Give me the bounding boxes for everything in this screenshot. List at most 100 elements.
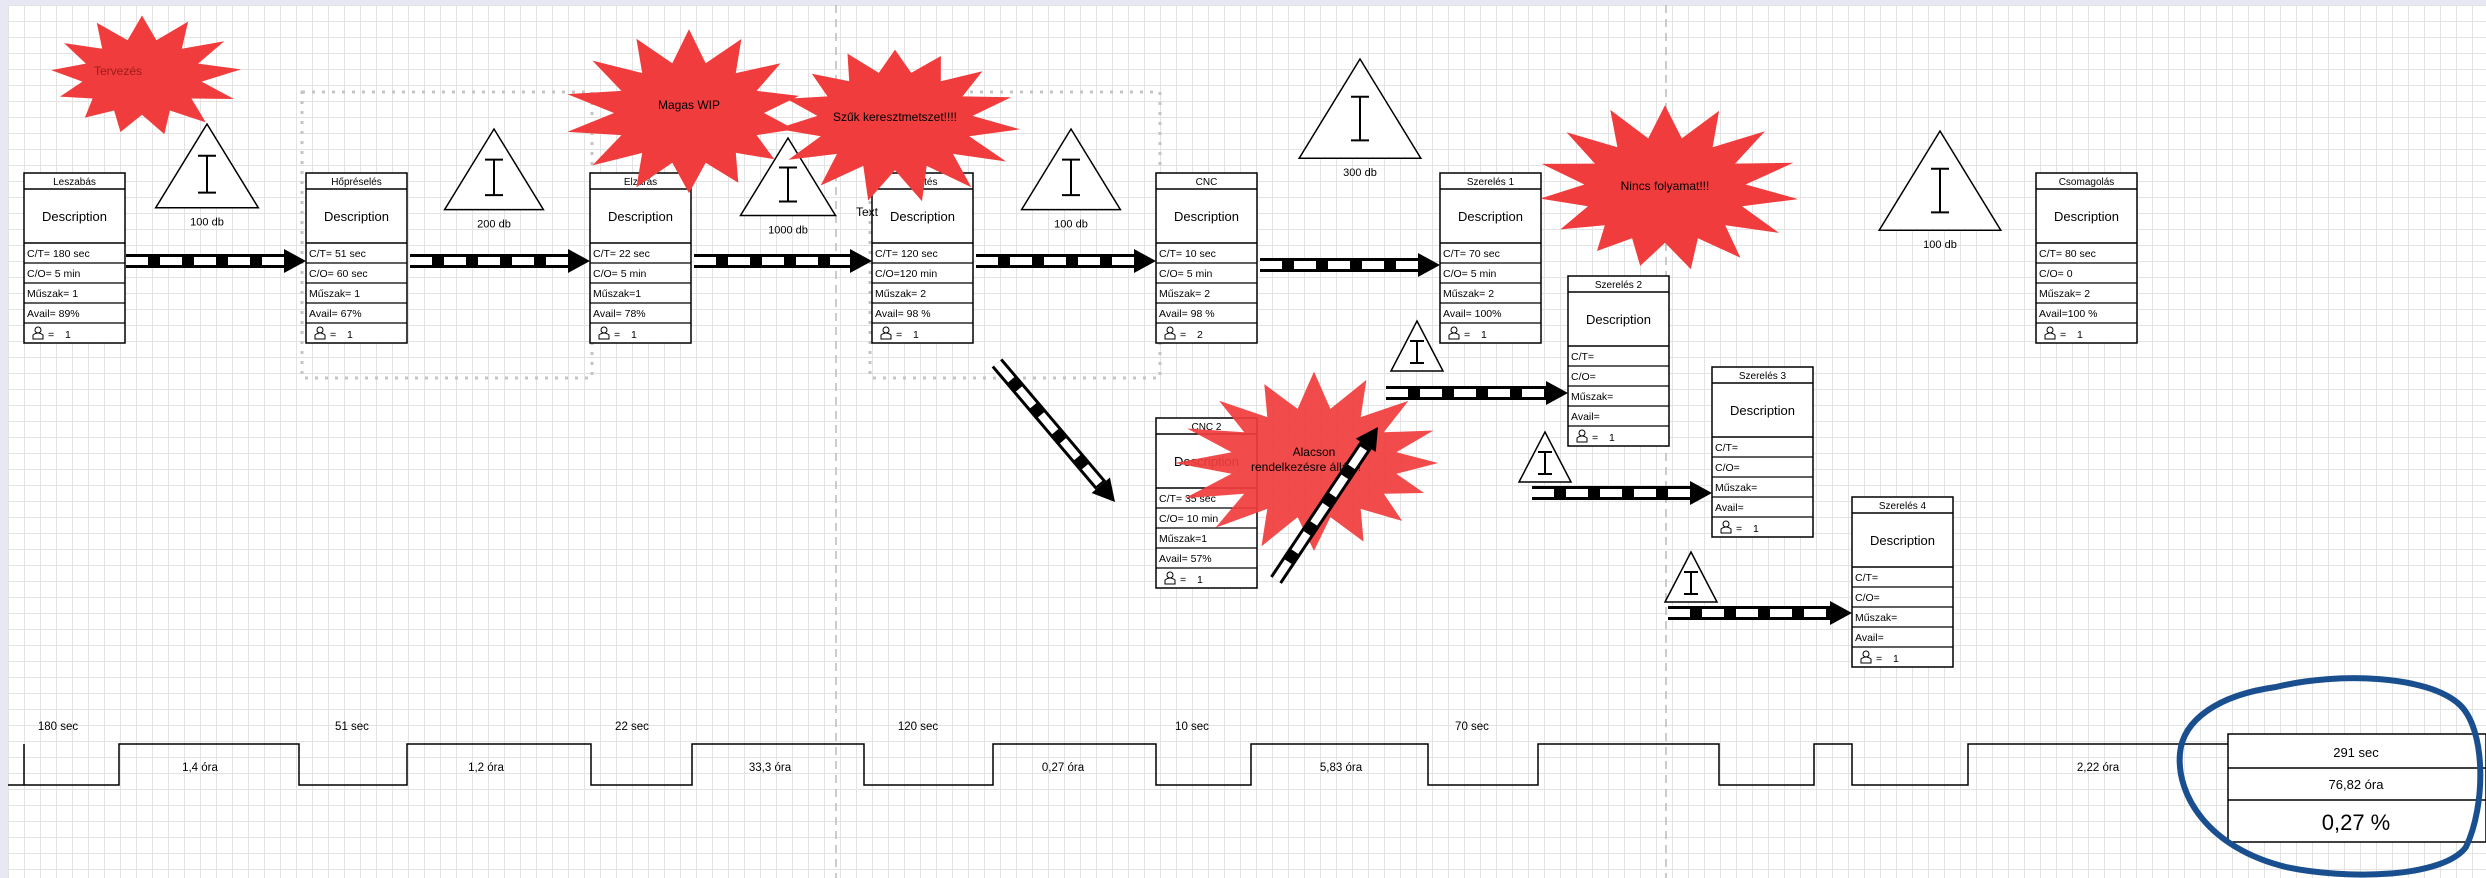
overlay-arrows xyxy=(1270,427,1378,584)
inventory-triangle[interactable]: 100 db xyxy=(1020,127,1122,231)
burst-tervezes[interactable] xyxy=(51,15,242,135)
process-title: Szerelés 4 xyxy=(1879,501,1927,512)
process-title: Hőpréselés xyxy=(331,177,382,188)
push-arrow xyxy=(1386,381,1568,405)
process-metric: Avail= 57% xyxy=(1159,553,1212,565)
operator-equals: = xyxy=(1876,653,1882,665)
operator-count: 1 xyxy=(1481,329,1487,341)
process-metric: C/O= xyxy=(1855,592,1880,604)
process-metric: C/T= 120 sec xyxy=(875,248,938,260)
value-stream-map: 100 db 200 db 1000 db 100 db 300 db 100 db Le… xyxy=(8,5,2486,878)
process-metric: C/O= 5 min xyxy=(27,268,81,280)
timeline-wait-time: 1,2 óra xyxy=(468,762,504,774)
process-description: Description xyxy=(1586,312,1651,327)
operator-count: 1 xyxy=(65,329,71,341)
process-title: Leszabás xyxy=(53,177,96,188)
operator-equals: = xyxy=(1592,432,1598,444)
burst-nincs-label: Nincs folyamat!!! xyxy=(1621,179,1710,193)
operator-icon xyxy=(1576,429,1588,443)
operator-equals: = xyxy=(614,329,620,341)
operator-count: 1 xyxy=(1197,574,1203,586)
process-metric: Avail= xyxy=(1571,411,1600,423)
burst-nincs-folyamat[interactable] xyxy=(1540,105,1799,270)
operator-icon xyxy=(1860,650,1872,664)
process-box[interactable]: Szerelés 2DescriptionC/T=C/O=Műszak=Avai… xyxy=(1567,275,1670,447)
process-metric: Avail=100 % xyxy=(2039,308,2097,320)
text-label[interactable]: Text xyxy=(856,205,879,219)
summary-ratio: 0,27 % xyxy=(2322,810,2391,835)
process-metric: Műszak= 2 xyxy=(1443,288,1494,300)
process-metric: Műszak= 1 xyxy=(27,288,78,300)
process-box[interactable]: Szerelés 4DescriptionC/T=C/O=Műszak=Avai… xyxy=(1851,496,1954,668)
timeline-wait-time: 1,4 óra xyxy=(182,762,218,774)
summary-box: 291 sec 76,82 óra 0,27 % xyxy=(2227,733,2486,843)
process-metric: Műszak= 2 xyxy=(1159,288,1210,300)
operator-count: 1 xyxy=(913,329,919,341)
process-description: Description xyxy=(1870,533,1935,548)
inventory-triangle[interactable]: 100 db xyxy=(1877,129,2003,251)
timeline-wait-time: 33,3 óra xyxy=(749,762,792,774)
process-metric: C/O= xyxy=(1715,462,1740,474)
burst-szuk-label: Szűk keresztmetszet!!!! xyxy=(833,110,957,124)
process-metric: Műszak=1 xyxy=(593,288,641,300)
process-metric: C/T= xyxy=(1715,442,1738,454)
inventory-triangle-small[interactable] xyxy=(1517,430,1573,483)
timeline-cycle-time: 120 sec xyxy=(898,721,939,733)
process-description: Description xyxy=(42,209,107,224)
operator-icon xyxy=(1164,326,1176,340)
operator-icon xyxy=(2044,326,2056,340)
operator-count: 1 xyxy=(631,329,637,341)
process-metric: Avail= 67% xyxy=(309,308,362,320)
inventory-layer: 100 db 200 db 1000 db 100 db 300 db 100 db xyxy=(154,57,2003,251)
diagram-canvas: 100 db 200 db 1000 db 100 db 300 db 100 db Le… xyxy=(8,5,2486,878)
push-arrow xyxy=(694,249,872,273)
burst-szuk-keresztmetszet[interactable] xyxy=(776,49,1020,202)
process-metric: C/T= 10 sec xyxy=(1159,248,1216,260)
process-metric: Avail= 78% xyxy=(593,308,646,320)
process-metric: Avail= 89% xyxy=(27,308,80,320)
process-title: Szerelés 1 xyxy=(1467,177,1515,188)
timeline-cycle-time: 10 sec xyxy=(1175,721,1209,733)
operator-count: 1 xyxy=(2077,329,2083,341)
process-metric: C/T= 70 sec xyxy=(1443,248,1500,260)
process-metric: C/T= xyxy=(1571,351,1594,363)
burst-alacson[interactable] xyxy=(1174,371,1439,551)
process-metric: C/T= xyxy=(1855,572,1878,584)
burst-magas-wip[interactable] xyxy=(567,29,800,194)
operator-count: 1 xyxy=(1609,432,1615,444)
process-metric: Avail= xyxy=(1715,502,1744,514)
operator-equals: = xyxy=(1736,523,1742,535)
timeline-cycle-time: 51 sec xyxy=(335,721,369,733)
process-metric: Műszak= xyxy=(1715,482,1757,494)
inventory-triangle[interactable]: 300 db xyxy=(1297,57,1423,179)
process-title: CNC 2 xyxy=(1191,422,1221,433)
burst-tervezes-label: Tervezés xyxy=(94,64,142,78)
push-arrow xyxy=(1260,253,1440,277)
summary-total-ct: 291 sec xyxy=(2333,745,2379,760)
process-metric: Műszak= xyxy=(1855,612,1897,624)
operator-equals: = xyxy=(896,329,902,341)
inventory-triangle[interactable]: 100 db xyxy=(154,122,260,229)
operator-count: 2 xyxy=(1197,329,1203,341)
inventory-triangle[interactable]: 200 db xyxy=(443,127,545,231)
inventory-triangle-small[interactable] xyxy=(1389,319,1445,372)
process-box[interactable]: Szerelés 3DescriptionC/T=C/O=Műszak=Avai… xyxy=(1711,366,1814,538)
process-metric: C/O= 5 min xyxy=(1159,268,1213,280)
operator-equals: = xyxy=(1180,329,1186,341)
inventory-triangle[interactable]: 1000 db xyxy=(739,136,837,237)
operator-equals: = xyxy=(2060,329,2066,341)
process-metric: C/T= 22 sec xyxy=(593,248,650,260)
process-metric: C/O= xyxy=(1571,371,1596,383)
summary-total-lead-time: 76,82 óra xyxy=(2329,777,2385,792)
process-metric: C/O= 5 min xyxy=(1443,268,1497,280)
push-arrow xyxy=(1270,427,1378,584)
inventory-triangle-small[interactable] xyxy=(1663,550,1719,603)
